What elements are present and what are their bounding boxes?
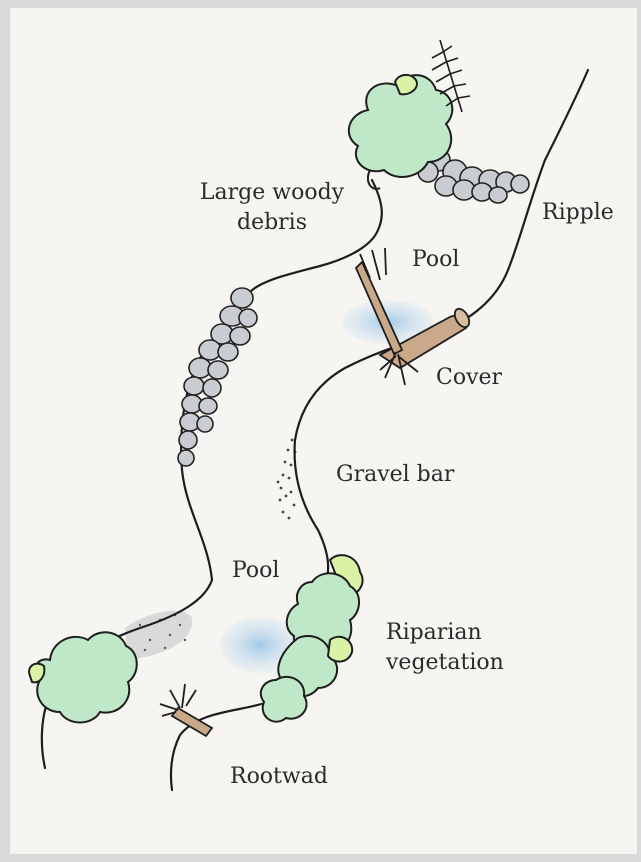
label-large-woody-line1: Large woody [172, 178, 372, 208]
gravel-bar-dots [277, 439, 297, 520]
label-riparian-line2: vegetation [386, 648, 504, 678]
label-pool-lower: Pool [232, 556, 279, 586]
label-large-woody-line2: debris [172, 208, 372, 238]
label-pool-upper: Pool [412, 245, 459, 275]
label-riparian-line1: Riparian [386, 618, 504, 648]
label-ripple: Ripple [542, 198, 614, 228]
label-large-woody-debris: Large woody debris [172, 178, 372, 238]
label-gravel-bar: Gravel bar [336, 460, 454, 490]
gravel-patch-lower [125, 611, 192, 660]
left-bank-stones [178, 288, 257, 466]
label-cover: Cover [436, 363, 502, 393]
label-rootwad: Rootwad [230, 762, 328, 792]
label-riparian-vegetation: Riparian vegetation [386, 618, 504, 678]
